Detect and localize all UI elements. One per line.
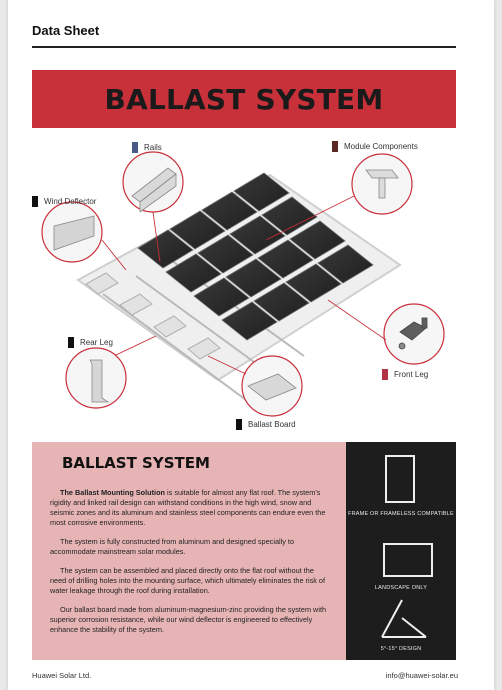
rear-leg-swatch	[68, 337, 74, 348]
tilt-angle-icon	[381, 599, 427, 638]
paragraph-3: The system can be assembled and placed d…	[50, 566, 325, 595]
rails-swatch	[132, 142, 138, 153]
rear-leg-part	[89, 359, 110, 403]
front-leg-swatch	[382, 369, 388, 380]
info-body: The Ballast Mounting Solution is suitabl…	[50, 488, 330, 644]
portrait-frame-icon	[385, 455, 415, 503]
banner-title: BALLAST SYSTEM	[104, 82, 384, 116]
module-components-swatch	[332, 141, 338, 152]
footer-email[interactable]: info@huawei-solar.eu	[385, 671, 458, 680]
label-rear-leg: Rear Leg	[68, 337, 113, 348]
ballast-board-swatch	[236, 419, 242, 430]
rail-part	[131, 167, 177, 213]
feature-landscape-caption: LANDSCAPE ONLY	[374, 585, 428, 591]
title-banner: BALLAST SYSTEM	[32, 70, 456, 128]
paragraph-1: The Ballast Mounting Solution is suitabl…	[50, 488, 326, 527]
label-front-leg: Front Leg	[382, 369, 428, 380]
feature-icons	[381, 455, 433, 638]
solar-panels	[137, 172, 374, 341]
label-ballast-board: Ballast Board	[236, 419, 296, 430]
feature-sidebar: FRAME OR FRAMELESS COMPATIBLE LANDSCAPE …	[346, 442, 456, 660]
info-panel: BALLAST SYSTEM The Ballast Mounting Solu…	[32, 442, 346, 660]
info-title: BALLAST SYSTEM	[62, 454, 210, 472]
ballast-board-part	[247, 373, 297, 401]
front-leg-part	[398, 317, 428, 350]
title-divider	[32, 46, 456, 48]
ballast-feet	[85, 272, 221, 360]
label-rails: Rails	[132, 142, 162, 153]
footer-company: Huawei Solar Ltd.	[32, 671, 92, 680]
label-wind-deflector: Wind Deflector	[32, 196, 96, 207]
paragraph-4: Our ballast board made from aluminum-mag…	[50, 605, 327, 634]
data-sheet-page: Data Sheet BALLAST SYSTEM	[8, 0, 494, 690]
wind-deflector-part	[53, 215, 95, 251]
paragraph-2: The system is fully constructed from alu…	[50, 537, 295, 556]
feature-frame-caption: FRAME OR FRAMELESS COMPATIBLE	[348, 511, 454, 517]
page-title: Data Sheet	[32, 23, 100, 38]
landscape-frame-icon	[383, 543, 433, 577]
callout-lines	[101, 195, 387, 375]
wind-deflector-swatch	[32, 196, 38, 207]
label-module-components: Module Components	[332, 141, 418, 152]
ballast-system-illustration	[41, 151, 445, 417]
feature-tilt-caption: 5°-15° DESIGN	[380, 646, 422, 652]
module-clamp-part	[365, 169, 399, 199]
